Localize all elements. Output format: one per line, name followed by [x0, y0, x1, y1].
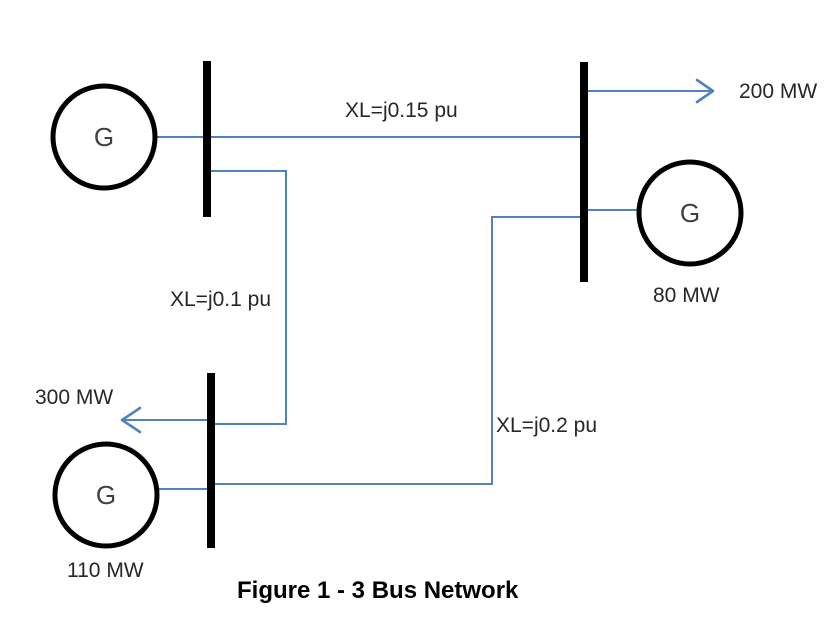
generator-2-output-label: 80 MW [653, 284, 720, 307]
load-bus2-label: 200 MW [739, 80, 817, 103]
left-arrowhead-icon [120, 406, 142, 434]
generator-2-circle [636, 159, 744, 267]
bus-2-bar [580, 62, 588, 282]
generator-2-symbol: G [680, 198, 700, 228]
figure-caption: Figure 1 - 3 Bus Network [237, 577, 519, 604]
bus-1-bar [203, 61, 211, 217]
generator-1-circle [50, 83, 158, 191]
line-1-2-reactance-label: XL=j0.15 pu [345, 99, 458, 122]
load-bus3-label: 300 MW [35, 386, 113, 409]
generator-3-circle [52, 441, 160, 549]
generator-3-output-label: 110 MW [67, 559, 144, 582]
line-2-3-reactance-label: XL=j0.2 pu [496, 414, 597, 437]
right-arrowhead-icon [695, 78, 715, 104]
bus-3-bar [207, 373, 215, 548]
transmission-line-1-3 [211, 170, 287, 425]
generator-1-symbol: G [94, 122, 114, 152]
transmission-line-2-3 [213, 216, 580, 485]
line-1-3-reactance-label: XL=j0.1 pu [170, 288, 271, 311]
generator-3-symbol: G [96, 480, 116, 510]
